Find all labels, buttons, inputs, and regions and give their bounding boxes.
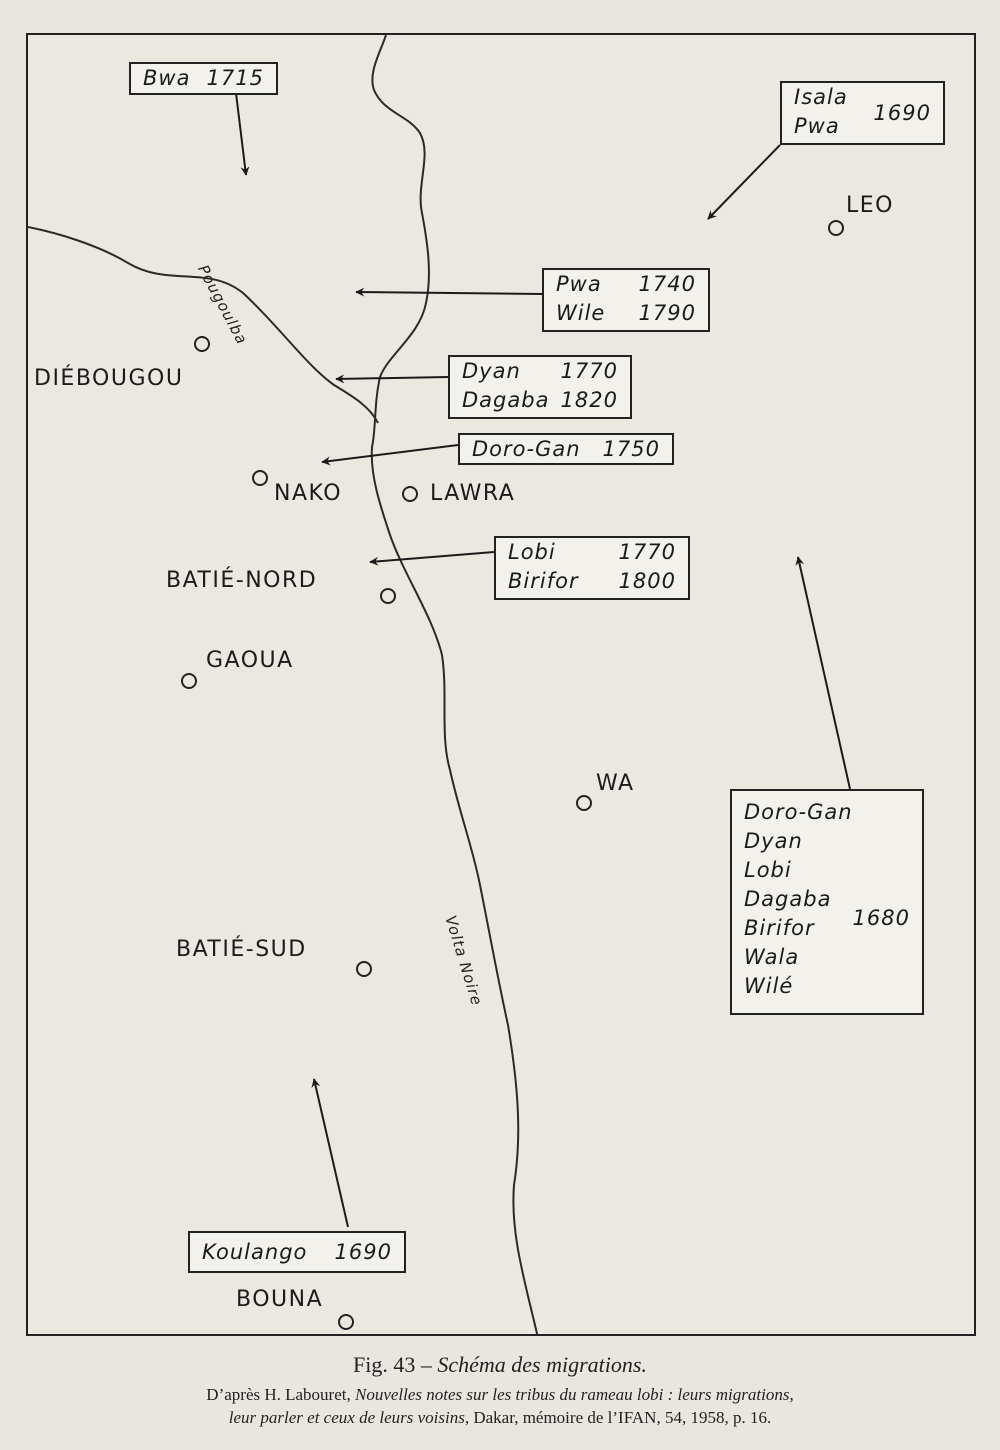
town-gaoua: GAOUA	[206, 648, 294, 673]
town-marker-bouna	[338, 1314, 354, 1330]
town-marker-batie-nord	[380, 588, 396, 604]
town-diebougou: DIÉBOUGOU	[34, 366, 184, 391]
town-nako: NAKO	[274, 481, 343, 506]
group-1680-date: 1680	[852, 906, 910, 930]
town-leo: LEO	[846, 193, 894, 218]
figure-title-line: Fig. 43 – Schéma des migrations.	[0, 1350, 1000, 1380]
arrow-isala-pwa	[707, 144, 781, 220]
town-marker-leo	[828, 220, 844, 236]
figure-caption: Fig. 43 – Schéma des migrations. D’après…	[0, 1350, 1000, 1429]
town-lawra: LAWRA	[430, 481, 516, 506]
town-marker-diebougou	[194, 336, 210, 352]
town-marker-nako	[252, 470, 268, 486]
source-title-2: leur parler et ceux de leurs voisins	[228, 1408, 465, 1427]
migration-box-isala-pwa: Isala Pwa 1690	[780, 81, 945, 145]
town-marker-batie-sud	[356, 961, 372, 977]
source-line-2: leur parler et ceux de leurs voisins, Da…	[0, 1406, 1000, 1429]
town-bouna: BOUNA	[236, 1287, 324, 1312]
town-batie-nord: BATIÉ-NORD	[166, 568, 318, 593]
map-linework	[28, 35, 851, 1334]
source-line-1: D’après H. Labouret, Nouvelles notes sur…	[0, 1383, 1000, 1406]
source-suffix: , Dakar, mémoire de l’IFAN, 54, 1958, p.…	[464, 1408, 772, 1427]
town-marker-lawra	[402, 486, 418, 502]
arrow-dyan-dagaba	[335, 374, 449, 384]
town-marker-gaoua	[181, 673, 197, 689]
arrow-bwa	[235, 92, 250, 176]
arrow-pwa-wile	[355, 287, 543, 297]
pougoulba-river	[28, 226, 379, 424]
source-title-1: Nouvelles notes sur les tribus du rameau…	[355, 1385, 794, 1404]
volta-noire-river	[370, 35, 539, 1334]
arrow-lobi-birifor	[369, 551, 495, 566]
town-wa: WA	[596, 771, 635, 796]
town-marker-wa	[576, 795, 592, 811]
figure-label: Fig. 43 –	[353, 1352, 438, 1377]
isala-pwa-date: 1690	[873, 101, 931, 125]
figure-title: Schéma des migrations.	[437, 1352, 647, 1377]
migration-box-1680: Doro-Gan Dyan Lobi Dagaba Birifor Wala W…	[730, 789, 924, 1015]
arrow-koulango	[311, 1078, 349, 1228]
source-prefix: D’après H. Labouret,	[206, 1385, 355, 1404]
arrow-group-1680	[795, 556, 851, 790]
arrow-doro-gan	[321, 444, 459, 466]
town-batie-sud: BATIÉ-SUD	[176, 937, 307, 962]
